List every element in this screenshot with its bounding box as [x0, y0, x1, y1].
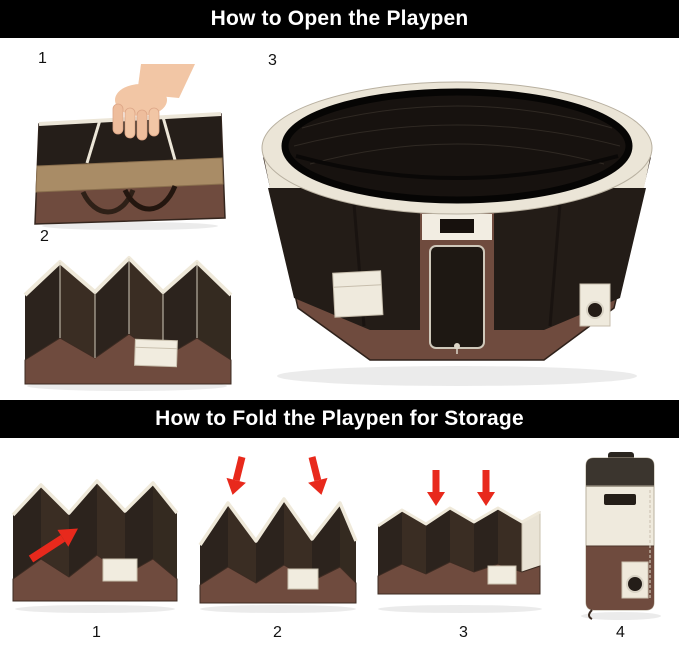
fold-step-2-number: 2	[273, 624, 282, 641]
side-pocket	[487, 565, 517, 585]
fold-step-1-figure	[5, 463, 185, 615]
open-step-2-number: 2	[40, 228, 49, 245]
red-arrow-icon	[308, 456, 328, 495]
folding-playpen	[377, 506, 541, 595]
fold-step-4-figure	[566, 450, 672, 622]
folding-playpen-3-illustration	[377, 470, 542, 613]
red-arrow-icon	[226, 456, 246, 495]
side-pocket	[134, 338, 178, 368]
brand-patch	[604, 494, 636, 505]
folded-bag-illustration	[581, 452, 661, 620]
open-step-2-figure	[15, 240, 240, 392]
folding-playpen	[11, 479, 179, 602]
fold-step-1-number: 1	[92, 624, 101, 641]
mesh-top	[261, 81, 653, 215]
fold-step-4-number: 4	[616, 624, 625, 641]
red-arrow-icon	[427, 470, 445, 506]
banner-open-title: How to Open the Playpen	[210, 7, 469, 30]
partially-open-playpen	[23, 256, 233, 385]
red-arrow-icon	[28, 528, 78, 563]
fold-step-2-figure	[192, 453, 362, 615]
banner-open: How to Open the Playpen	[0, 0, 679, 38]
open-step-3-figure	[252, 58, 662, 390]
hand-icon	[112, 64, 195, 141]
folding-playpen-1-illustration	[11, 479, 179, 613]
open-playpen-illustration	[261, 81, 653, 386]
red-arrow-icon	[477, 470, 495, 506]
brand-patch	[440, 219, 474, 233]
banner-fold: How to Fold the Playpen for Storage	[0, 400, 679, 438]
carry-bag-illustration	[34, 64, 226, 230]
folding-playpen	[198, 497, 358, 604]
fold-step-3-number: 3	[459, 624, 468, 641]
side-pocket	[287, 568, 319, 590]
open-step-1-number: 1	[38, 50, 47, 67]
side-pocket	[332, 270, 384, 318]
pocket-with-hole	[621, 561, 649, 599]
banner-fold-title: How to Fold the Playpen for Storage	[155, 407, 524, 430]
open-step-3-number: 3	[268, 52, 277, 69]
pocket-with-hole	[579, 283, 611, 327]
door-panel	[420, 208, 494, 354]
open-step-1-figure	[25, 64, 235, 232]
carry-bag	[34, 112, 226, 225]
fold-step-3-figure	[370, 468, 555, 615]
folding-playpen-2-illustration	[198, 456, 358, 613]
partially-open-playpen-illustration	[23, 256, 233, 391]
side-pocket	[102, 558, 138, 582]
folded-bag	[585, 452, 655, 620]
